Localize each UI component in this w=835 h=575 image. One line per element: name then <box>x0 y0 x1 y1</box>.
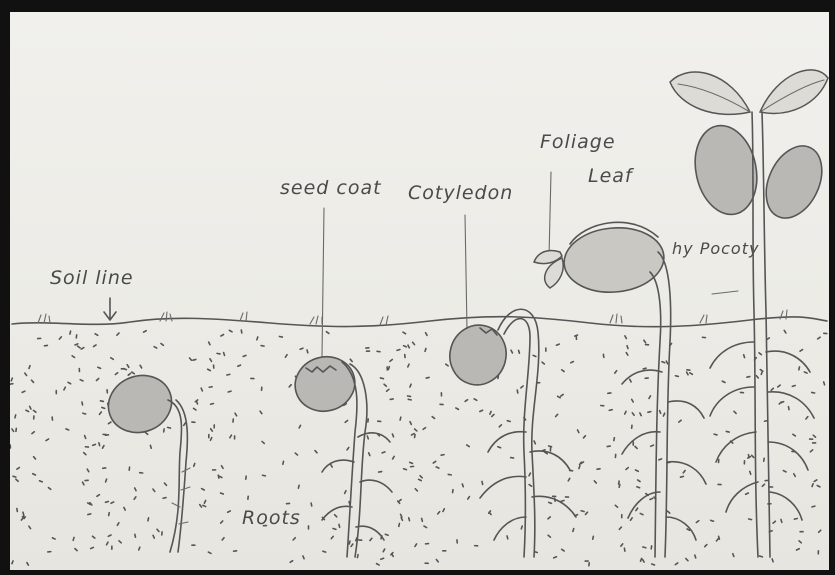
stage-5-seedling <box>670 70 829 557</box>
label-leaf: Leaf <box>588 165 635 187</box>
cotyledon-pointer-line <box>465 215 467 330</box>
soil-speckles <box>10 330 827 566</box>
label-seed-coat: seed coat <box>280 177 382 199</box>
drawing-paper: Soil line seed coat Cotyledon Foliage Le… <box>10 12 829 570</box>
hypocotyl-underline <box>712 291 738 294</box>
foliage-leaf-pointer-line <box>549 172 551 257</box>
stage-4-foliage-leaf <box>534 222 706 557</box>
seed-coat-pointer-line <box>322 208 324 357</box>
seed-germination-diagram: Soil line seed coat Cotyledon Foliage Le… <box>10 12 829 570</box>
soil-line <box>12 317 827 327</box>
label-soil-line: Soil line <box>50 267 134 289</box>
label-roots: Roots <box>242 507 301 529</box>
stage-2-seed-coat <box>289 350 392 557</box>
label-foliage: Foliage <box>540 131 616 153</box>
stage-1-seed <box>100 367 190 552</box>
soil-line-pointer-arrow <box>104 298 116 320</box>
label-hypocotyl: hy Pocoty <box>672 239 759 258</box>
stage-3-cotyledon <box>443 309 576 557</box>
label-cotyledon: Cotyledon <box>408 182 513 204</box>
